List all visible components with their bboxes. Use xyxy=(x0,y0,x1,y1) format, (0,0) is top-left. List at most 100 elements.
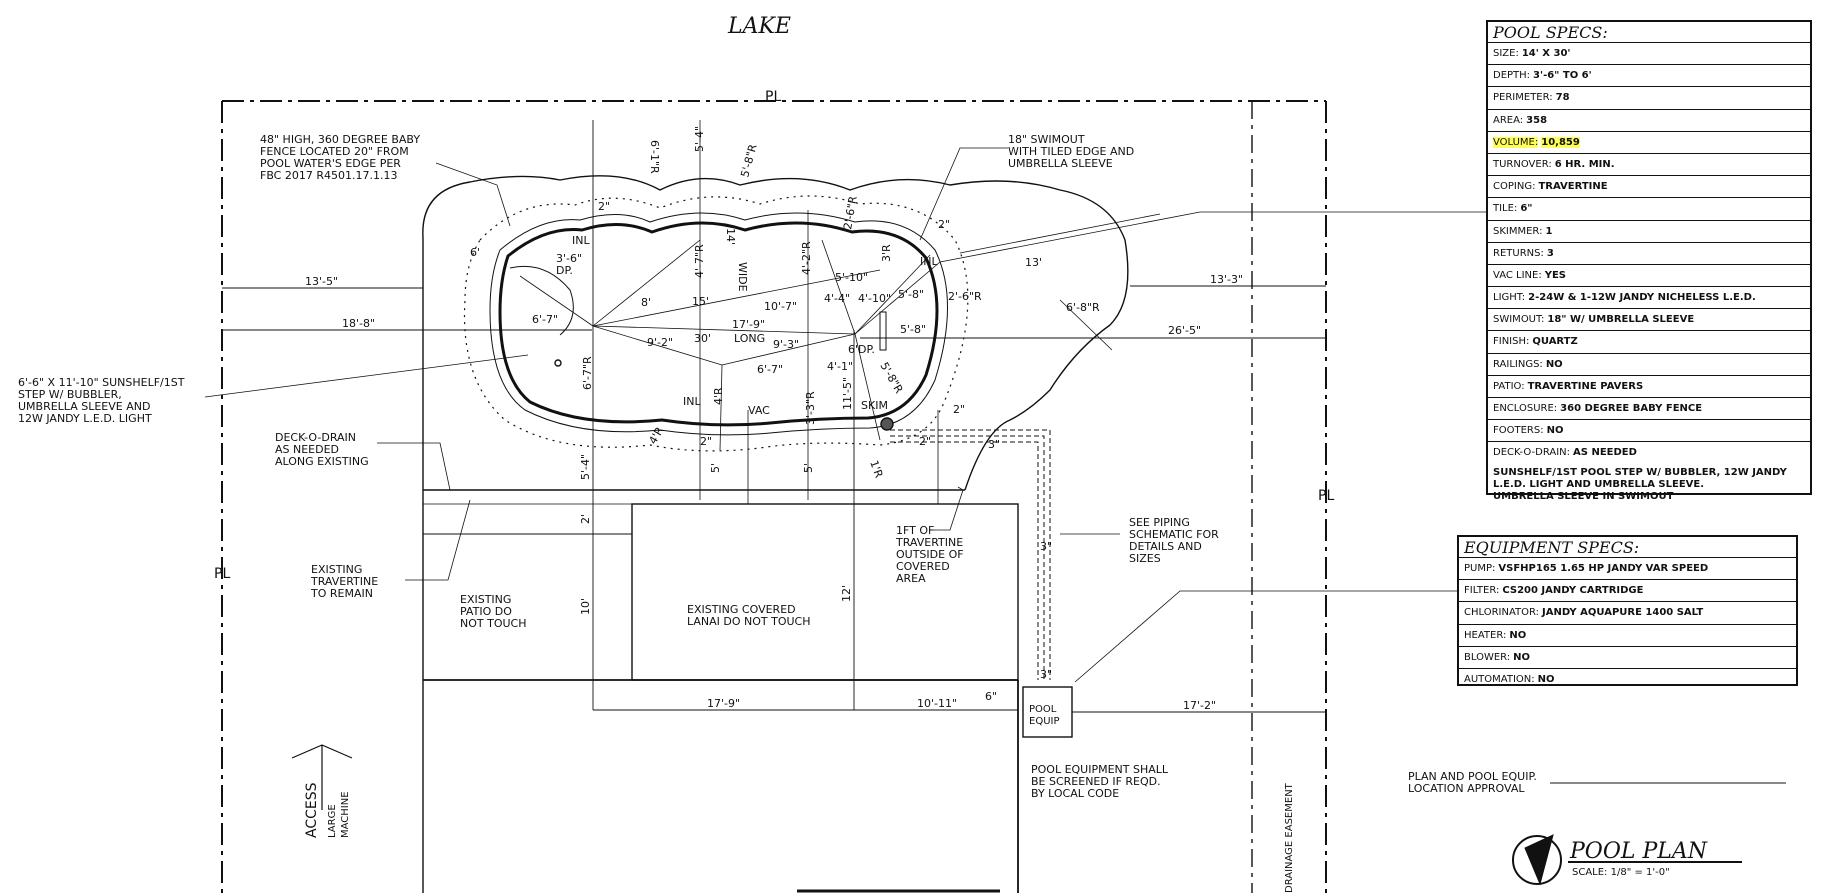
svg-text:2": 2" xyxy=(938,218,950,231)
svg-text:INL: INL xyxy=(920,255,938,268)
svg-text:5'-4": 5'-4" xyxy=(579,454,592,480)
svg-text:3": 3" xyxy=(1040,668,1052,681)
svg-text:5'-10": 5'-10" xyxy=(835,271,868,284)
pool-spec-value: 78 xyxy=(1555,92,1570,104)
equipment-spec-key: AUTOMATION: xyxy=(1464,673,1535,685)
svg-text:4'R: 4'R xyxy=(712,387,725,405)
svg-text:4'-4": 4'-4" xyxy=(824,292,850,305)
svg-text:SCHEMATIC FOR: SCHEMATIC FOR xyxy=(1129,528,1219,541)
svg-text:TRAVERTINE: TRAVERTINE xyxy=(310,575,378,588)
note-screened: POOL EQUIPMENT SHALL BE SCREENED IF REQD… xyxy=(1031,763,1169,800)
svg-text:6'-7": 6'-7" xyxy=(532,313,558,326)
svg-text:2'-6"R: 2'-6"R xyxy=(841,195,860,231)
svg-text:6': 6' xyxy=(470,246,480,259)
pool-spec-value: 3 xyxy=(1546,247,1554,259)
large-machine-label-1: LARGE xyxy=(327,804,338,838)
svg-text:DECK-O-DRAIN: DECK-O-DRAIN xyxy=(275,431,356,444)
svg-text:AREA: AREA xyxy=(896,572,926,585)
pool-spec-value: YES xyxy=(1544,269,1566,281)
svg-text:4'-1": 4'-1" xyxy=(827,360,853,373)
equipment-spec-row: PUMP:VSFHP165 1.65 HP JANDY VAR SPEED xyxy=(1459,558,1796,581)
note-existing-lanai: EXISTING COVERED LANAI DO NOT TOUCH xyxy=(687,603,811,628)
pool-spec-value: 18" W/ UMBRELLA SLEEVE xyxy=(1547,314,1695,326)
pool-spec-value: 3'-6" TO 6' xyxy=(1533,70,1592,82)
equipment-spec-key: HEATER: xyxy=(1464,629,1507,641)
svg-text:TO REMAIN: TO REMAIN xyxy=(310,587,373,600)
svg-text:4'-7"R: 4'-7"R xyxy=(693,244,706,278)
svg-text:4'-2"R: 4'-2"R xyxy=(800,241,813,275)
equipment-spec-row: BLOWER:NO xyxy=(1459,647,1796,669)
pool-spec-row: DEPTH:3'-6" TO 6' xyxy=(1488,65,1810,88)
pool-spec-value: 14' X 30' xyxy=(1521,48,1571,59)
pool-spec-key: PERIMETER: xyxy=(1493,92,1553,104)
svg-text:FBC 2017 R4501.17.1.13: FBC 2017 R4501.17.1.13 xyxy=(260,169,397,182)
pl-marker-left: PL xyxy=(214,566,230,582)
equipment-spec-row: CHLORINATOR:JANDY AQUAPURE 1400 SALT xyxy=(1459,602,1796,625)
pool-spec-value: 358 xyxy=(1526,114,1548,126)
svg-text:3'-6": 3'-6" xyxy=(556,252,582,265)
equipment-spec-value: NO xyxy=(1537,673,1555,685)
svg-text:13'-3": 13'-3" xyxy=(1210,273,1243,286)
pool-spec-value: QUARTZ xyxy=(1532,336,1578,348)
svg-text:12': 12' xyxy=(840,585,853,602)
svg-text:STEP W/ BUBBLER,: STEP W/ BUBBLER, xyxy=(18,388,122,401)
svg-text:EXISTING: EXISTING xyxy=(460,593,511,606)
pool-spec-key: TILE: xyxy=(1493,203,1518,215)
svg-text:13'-5": 13'-5" xyxy=(305,275,338,288)
pool-spec-row: SIZE:14' X 30' xyxy=(1488,43,1810,66)
svg-text:LONG: LONG xyxy=(734,332,765,345)
svg-text:SKIM: SKIM xyxy=(861,399,888,412)
svg-text:6'-6" X 11'-10" SUNSHELF/1ST: 6'-6" X 11'-10" SUNSHELF/1ST xyxy=(18,376,185,389)
equipment-spec-key: CHLORINATOR: xyxy=(1464,607,1540,619)
note-deck-o-drain: DECK-O-DRAIN AS NEEDED ALONG EXISTING xyxy=(275,431,369,468)
pl-marker-right: PL xyxy=(1318,488,1334,504)
svg-text:17'-9": 17'-9" xyxy=(732,318,765,331)
svg-text:6'-1"R: 6'-1"R xyxy=(648,140,661,174)
svg-text:N: N xyxy=(1531,846,1538,857)
svg-text:EXISTING COVERED: EXISTING COVERED xyxy=(687,603,796,616)
equipment-spec-value: NO xyxy=(1513,651,1531,663)
pool-spec-row: COPING:TRAVERTINE xyxy=(1488,176,1810,199)
pool-spec-key: RETURNS: xyxy=(1493,247,1544,259)
pool-spec-key: AREA: xyxy=(1493,114,1524,126)
svg-text:9'-2": 9'-2" xyxy=(647,336,673,349)
svg-text:5'-8": 5'-8" xyxy=(898,288,924,301)
lake-title: LAKE xyxy=(727,14,791,39)
svg-text:EQUIP: EQUIP xyxy=(1029,716,1060,727)
note-baby-fence: 48" HIGH, 360 DEGREE BABY FENCE LOCATED … xyxy=(260,133,420,182)
pool-spec-key: PATIO: xyxy=(1493,380,1525,392)
pool-spec-row: DECK-O-DRAIN:AS NEEDED xyxy=(1488,442,1810,463)
pool-spec-row: SKIMMER:1 xyxy=(1488,221,1810,243)
svg-text:2": 2" xyxy=(598,200,610,213)
svg-text:5'-4": 5'-4" xyxy=(693,126,706,152)
pool-spec-key: SKIMMER: xyxy=(1493,225,1543,237)
svg-text:INL: INL xyxy=(572,234,590,247)
equipment-spec-key: BLOWER: xyxy=(1464,651,1511,663)
svg-text:BE SCREENED IF REQD.: BE SCREENED IF REQD. xyxy=(1031,775,1161,788)
equipment-spec-value: NO xyxy=(1509,629,1527,641)
svg-text:PATIO DO: PATIO DO xyxy=(460,605,512,618)
pool-specs-note-line: L.E.D. LIGHT AND UMBRELLA SLEEVE. xyxy=(1493,478,1705,490)
svg-text:8': 8' xyxy=(641,296,651,309)
pool-specs-title: POOL SPECS: xyxy=(1488,22,1810,43)
dimension-labels: 13'-5" 18'-8" 13'-3" 26'-5" 17'-9" 10'-1… xyxy=(305,126,1243,712)
equipment-spec-value: VSFHP165 1.65 HP JANDY VAR SPEED xyxy=(1498,563,1709,574)
pool-spec-row: FOOTERS:NO xyxy=(1488,420,1810,443)
equipment-spec-key: PUMP: xyxy=(1464,563,1496,574)
note-swimout: 18" SWIMOUT WITH TILED EDGE AND UMBRELLA… xyxy=(1008,133,1134,170)
svg-text:LANAI DO NOT TOUCH: LANAI DO NOT TOUCH xyxy=(687,615,811,628)
pool-plan-title: POOL PLAN SCALE: 1/8" = 1'-0" N xyxy=(1531,839,1708,878)
svg-text:5'-8": 5'-8" xyxy=(900,323,926,336)
svg-text:3'R: 3'R xyxy=(880,244,893,262)
svg-text:48" HIGH, 360 DEGREE BABY: 48" HIGH, 360 DEGREE BABY xyxy=(260,133,420,146)
pipe-run xyxy=(890,429,1051,680)
svg-text:2': 2' xyxy=(579,514,592,524)
svg-text:PLAN AND POOL EQUIP.: PLAN AND POOL EQUIP. xyxy=(1408,770,1537,783)
pool-spec-key: DEPTH: xyxy=(1493,70,1531,82)
svg-text:15': 15' xyxy=(692,295,709,308)
drainage-easement-label: DRAINAGE EASEMENT xyxy=(1284,782,1295,893)
svg-text:12W JANDY L.E.D. LIGHT: 12W JANDY L.E.D. LIGHT xyxy=(18,412,152,425)
svg-text:17'-2": 17'-2" xyxy=(1183,699,1216,712)
svg-text:9'-3": 9'-3" xyxy=(773,338,799,351)
pool-specs-note-line: UMBRELLA SLEEVE IN SWIMOUT xyxy=(1493,490,1674,502)
